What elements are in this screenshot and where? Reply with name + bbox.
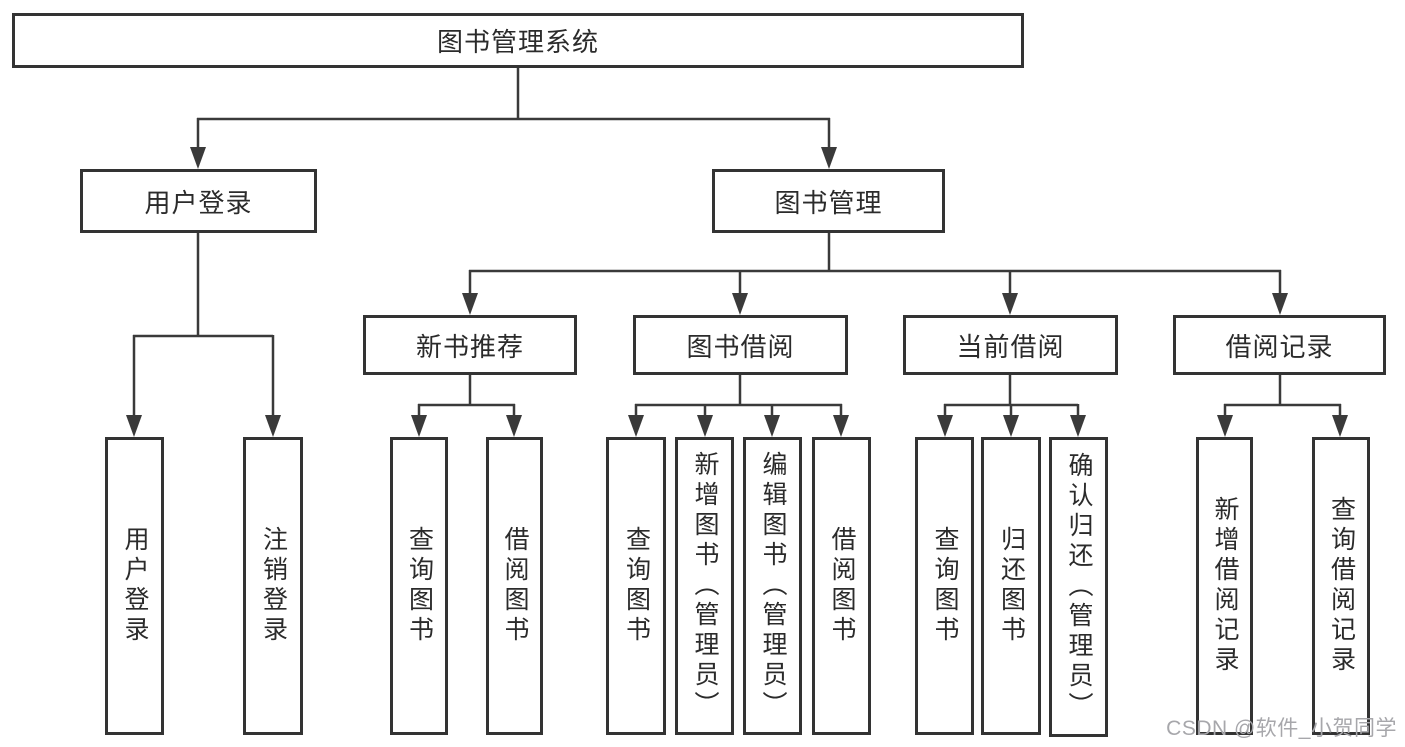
node-leaf-add-books-admin: 新增图书（管理员） [675, 437, 734, 735]
node-leaf-query-books-current: 查询图书 [915, 437, 974, 735]
node-book-borrowing: 图书借阅 [633, 315, 848, 375]
node-book-management-branch: 图书管理 [712, 169, 945, 233]
node-leaf-borrow-books: 借阅图书 [812, 437, 871, 735]
node-leaf-confirm-return-admin: 确认归还（管理员） [1049, 437, 1108, 737]
node-leaf-add-borrow-record: 新增借阅记录 [1196, 437, 1253, 735]
node-leaf-return-books: 归还图书 [981, 437, 1041, 735]
node-user-login-branch: 用户登录 [80, 169, 317, 233]
node-borrowing-records: 借阅记录 [1173, 315, 1386, 375]
node-leaf-edit-books-admin: 编辑图书（管理员） [743, 437, 802, 735]
node-leaf-borrow-books-recommend: 借阅图书 [486, 437, 543, 735]
node-leaf-user-login: 用户登录 [105, 437, 164, 735]
node-leaf-query-books-recommend: 查询图书 [390, 437, 448, 735]
node-leaf-query-books-borrowing: 查询图书 [606, 437, 666, 735]
node-leaf-query-borrow-record: 查询借阅记录 [1312, 437, 1370, 735]
node-leaf-logout: 注销登录 [243, 437, 303, 735]
csdn-watermark: CSDN @软件_小贺同学 [1166, 717, 1397, 740]
node-library-management-system: 图书管理系统 [12, 13, 1024, 68]
node-new-book-recommendation: 新书推荐 [363, 315, 577, 375]
node-current-borrowing: 当前借阅 [903, 315, 1118, 375]
